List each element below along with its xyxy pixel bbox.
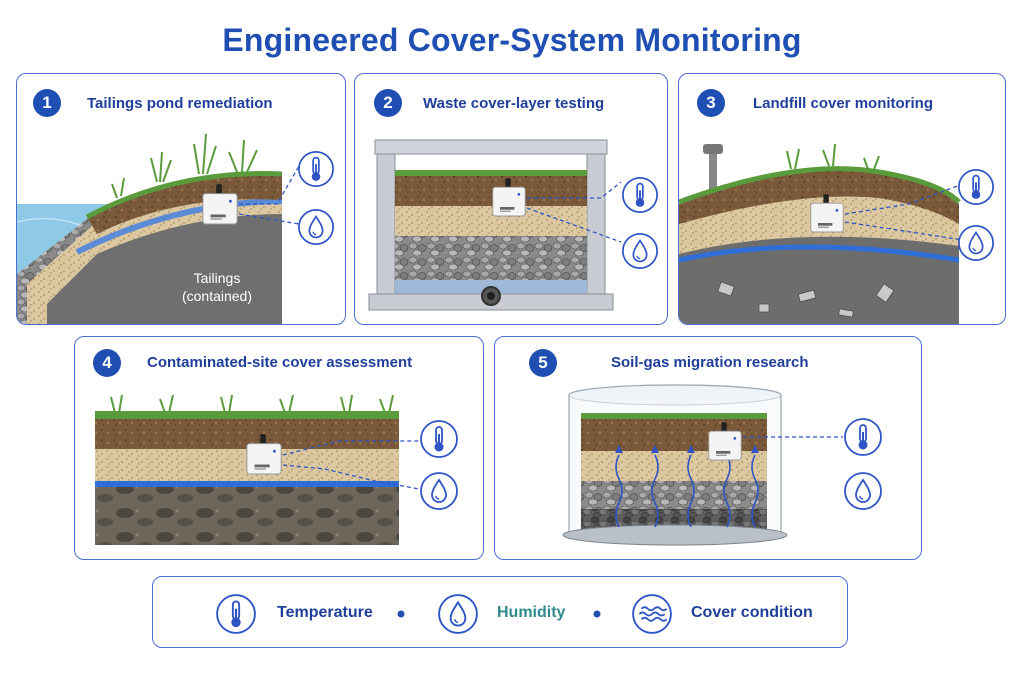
grass (679, 166, 961, 205)
tailings-label: Tailings (193, 270, 241, 286)
grass (95, 411, 399, 419)
landfill-cross-section (679, 143, 994, 324)
liner (95, 481, 399, 487)
panel-landfill-cover: 3 Landfill cover monitoring (678, 73, 1006, 325)
gas-arrows (615, 454, 759, 528)
temperature-icon (844, 418, 882, 456)
test-cell-cross-section (368, 139, 658, 311)
topsoil (87, 173, 282, 234)
panel-number-badge: 5 (529, 349, 557, 377)
grass (85, 171, 283, 220)
panel-number-badge: 3 (697, 89, 725, 117)
panel-title: Landfill cover monitoring (753, 95, 934, 112)
liner (75, 198, 283, 255)
panel-title: Contaminated-site cover assessment (147, 354, 413, 371)
panel-number-badge: 2 (374, 89, 402, 117)
gravel-layer (395, 236, 587, 280)
legend-cover-condition-label: Cover condition (691, 604, 813, 621)
contaminated-soil (95, 487, 399, 545)
humidity-icon (438, 594, 478, 634)
panel-title: Soil-gas migration research (611, 354, 809, 371)
legend-temperature-label: Temperature (277, 604, 373, 621)
panel-tailings-pond: 1 Tailings pond remediation Tailings (co… (16, 73, 346, 325)
cover-condition-icon (632, 594, 672, 634)
humidity-icon (298, 209, 334, 245)
panel-title: Waste cover-layer testing (423, 95, 605, 112)
topsoil (395, 174, 587, 206)
panel-number-badge: 4 (93, 349, 121, 377)
legend-icons (216, 594, 672, 634)
panel-soil-gas: 5 Soil-gas migration research (494, 336, 922, 560)
legend: Temperature Humidity Cover condition (152, 576, 848, 648)
liner (679, 244, 960, 263)
temperature-icon (216, 594, 256, 634)
tailings-layer (47, 214, 282, 324)
humidity-icon (844, 472, 882, 510)
tailings-annotation: Tailings (contained) (157, 269, 277, 305)
topsoil (95, 417, 399, 449)
humidity-icon (622, 233, 658, 269)
tailings-sublabel: (contained) (181, 288, 253, 304)
gas-vent (709, 152, 717, 198)
panel-title: Tailings pond remediation (87, 95, 273, 112)
temperature-icon (420, 420, 458, 458)
contaminated-site-cross-section (95, 394, 458, 545)
temperature-icon (622, 177, 658, 213)
panel-number-badge: 1 (33, 89, 61, 117)
temperature-icon (298, 151, 334, 187)
humidity-icon (420, 472, 458, 510)
legend-humidity-label: Humidity (497, 604, 566, 621)
grass (395, 170, 587, 176)
humidity-icon (958, 225, 994, 261)
panel-waste-cover: 2 Waste cover-layer testing (354, 73, 668, 325)
temperature-icon (958, 169, 994, 205)
soil-gas-column (562, 384, 882, 546)
page-title: Engineered Cover-System Monitoring (222, 22, 802, 58)
grass (581, 413, 767, 419)
panel-contaminated-site: 4 Contaminated-site cover assessment (74, 336, 484, 560)
tailings-cross-section (17, 133, 334, 324)
